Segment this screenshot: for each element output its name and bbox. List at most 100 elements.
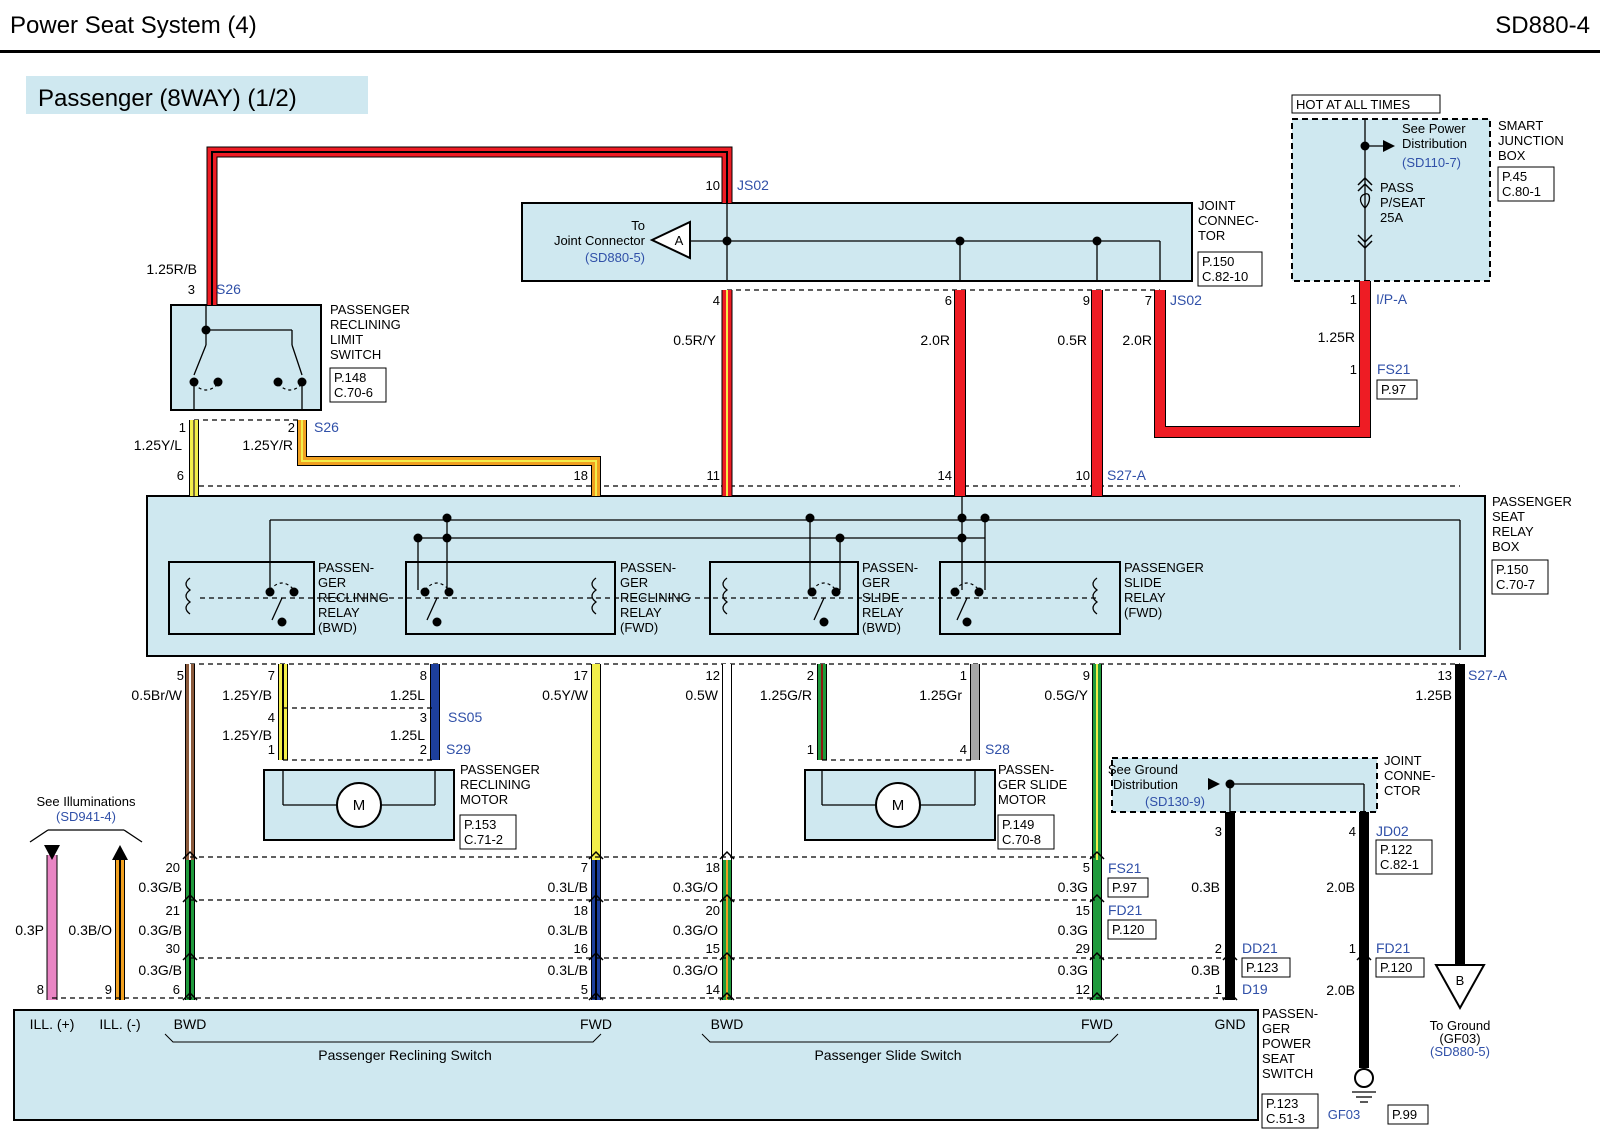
wire-gauge-label: 0.3L/B xyxy=(548,922,588,938)
connector-fd21: FD21 xyxy=(1376,940,1410,956)
switch-terminal: FWD xyxy=(1081,1016,1113,1032)
wire-gauge-label: 0.3G/B xyxy=(138,962,182,978)
sjb-see: See Power xyxy=(1402,121,1466,136)
joint-connector-name: JOINT xyxy=(1198,198,1236,213)
connector-ss05: SS05 xyxy=(448,709,482,725)
wire-gauge-label: 0.3G xyxy=(1058,962,1088,978)
pin-number: 1 xyxy=(179,420,186,435)
joint-connector-reference: C.82-10 xyxy=(1202,269,1248,284)
relay-name: PASSEN- xyxy=(318,560,374,575)
pin-number: 5 xyxy=(581,982,588,997)
relay-contact-link xyxy=(954,582,980,591)
slide-motor-name: MOTOR xyxy=(998,792,1046,807)
slide-motor-name: PASSEN- xyxy=(998,762,1054,777)
relay-contact xyxy=(426,597,438,621)
wire-gauge-label: 0.3G/O xyxy=(673,962,718,978)
connector-mark xyxy=(182,893,198,903)
relay-coil xyxy=(591,577,598,615)
wire-gauge-label: 0.5Br/W xyxy=(131,687,182,703)
connector-fs21: FS21 xyxy=(1108,860,1142,876)
pin-number: 18 xyxy=(574,903,588,918)
fs21-reference: P.97 xyxy=(1112,880,1137,895)
connector-mark xyxy=(1356,951,1372,961)
connector-mark xyxy=(182,991,198,1001)
limit-switch-contact xyxy=(193,344,207,376)
relay-name: PASSENGER xyxy=(1124,560,1204,575)
pin-number: 8 xyxy=(420,668,427,683)
junction-dot xyxy=(442,533,452,543)
power-switch-reference: C.51-3 xyxy=(1266,1111,1305,1126)
switch-terminal: FWD xyxy=(580,1016,612,1032)
ground-reference xyxy=(1387,1104,1429,1125)
illumination-see: See Illuminations xyxy=(37,794,136,809)
junction-dot xyxy=(420,587,430,597)
ground-to-ref: (SD880-5) xyxy=(1430,1044,1490,1059)
wire-125R-red xyxy=(1155,281,1370,437)
pin-number: 7 xyxy=(268,668,275,683)
wire-gauge-label: 0.3G/O xyxy=(673,879,718,895)
ground-joint-reference: C.82-1 xyxy=(1380,857,1419,872)
power-switch-name: POWER xyxy=(1262,1036,1311,1051)
joint-to-label: To xyxy=(631,218,645,233)
hot-label: HOT AT ALL TIMES xyxy=(1296,97,1410,112)
ground-joint-reference xyxy=(1375,839,1433,875)
wire-gauge-label: 0.3B/O xyxy=(68,922,112,938)
ground-see-arrow xyxy=(1208,778,1220,790)
pin-number: 13 xyxy=(1438,668,1452,683)
pin-number: 4 xyxy=(713,293,720,308)
joint-connector-reference: P.150 xyxy=(1202,254,1234,269)
joint-connector-reference xyxy=(1197,251,1263,287)
connector-mark xyxy=(719,951,735,961)
switch-group-bracket xyxy=(701,1033,1119,1043)
pin-number: 5 xyxy=(177,668,184,683)
joint-connector-name: CONNEC- xyxy=(1198,213,1259,228)
ground-joint-see: See Ground xyxy=(1108,762,1178,777)
fuse-label: P/SEAT xyxy=(1380,195,1425,210)
ground-joint-name: JOINT xyxy=(1384,753,1422,768)
power-switch-name: SEAT xyxy=(1262,1051,1295,1066)
relay-box-reference: C.70-7 xyxy=(1496,577,1535,592)
relay-name: RECLINING xyxy=(318,590,389,605)
wire-gauge-label: 0.3G/O xyxy=(673,922,718,938)
reclining-motor-name: MOTOR xyxy=(460,792,508,807)
switch-terminal: GND xyxy=(1214,1016,1245,1032)
connector-s26: S26 xyxy=(314,419,339,435)
pin-number: 1 xyxy=(960,668,967,683)
pin-number: 4 xyxy=(960,742,967,757)
junction-dot xyxy=(807,587,817,597)
ground-arrow-label: B xyxy=(1456,973,1465,988)
pin-number: 3 xyxy=(1215,824,1222,839)
junction-dot xyxy=(277,617,287,627)
fuse-symbol xyxy=(1359,193,1371,209)
wire-gauge-label: 0.3G/B xyxy=(138,879,182,895)
connector-s29: S29 xyxy=(446,741,471,757)
connector-s27a: S27-A xyxy=(1107,467,1147,483)
page-code: SD880-4 xyxy=(1495,12,1590,39)
illumination-bracket xyxy=(29,829,49,843)
dd21-reference xyxy=(1241,957,1291,978)
relay-name: (FWD) xyxy=(620,620,658,635)
junction-dot xyxy=(974,587,984,597)
reclining-motor-name: PASSENGER xyxy=(460,762,540,777)
ground-joint-reference: P.122 xyxy=(1380,842,1412,857)
wire-gauge-label: 0.3B xyxy=(1191,962,1220,978)
pin-number: 1 xyxy=(807,742,814,757)
section-title: Passenger (8WAY) (1/2) xyxy=(38,85,297,112)
limit-switch-link xyxy=(277,383,303,391)
connector-mark xyxy=(1089,991,1105,1001)
wire-gauge-label: 0.3B xyxy=(1191,879,1220,895)
joint-connector-box xyxy=(521,202,1193,282)
reclining-motor-name: RECLINING xyxy=(460,777,531,792)
connector-js02: JS02 xyxy=(1170,292,1202,308)
pin-number: 1 xyxy=(1349,941,1356,956)
connector-s26: S26 xyxy=(216,281,241,297)
wire-gauge-label: 1.25Y/B xyxy=(222,687,272,703)
pin-number: 6 xyxy=(173,982,180,997)
relay-name: RELAY xyxy=(318,605,360,620)
sjb-see: Distribution xyxy=(1402,136,1467,151)
pin-number: 10 xyxy=(706,178,720,193)
relay-name: RELAY xyxy=(1124,590,1166,605)
connector-dd21: DD21 xyxy=(1242,940,1278,956)
connector-mark xyxy=(588,951,604,961)
slide-motor-reference xyxy=(997,814,1055,850)
